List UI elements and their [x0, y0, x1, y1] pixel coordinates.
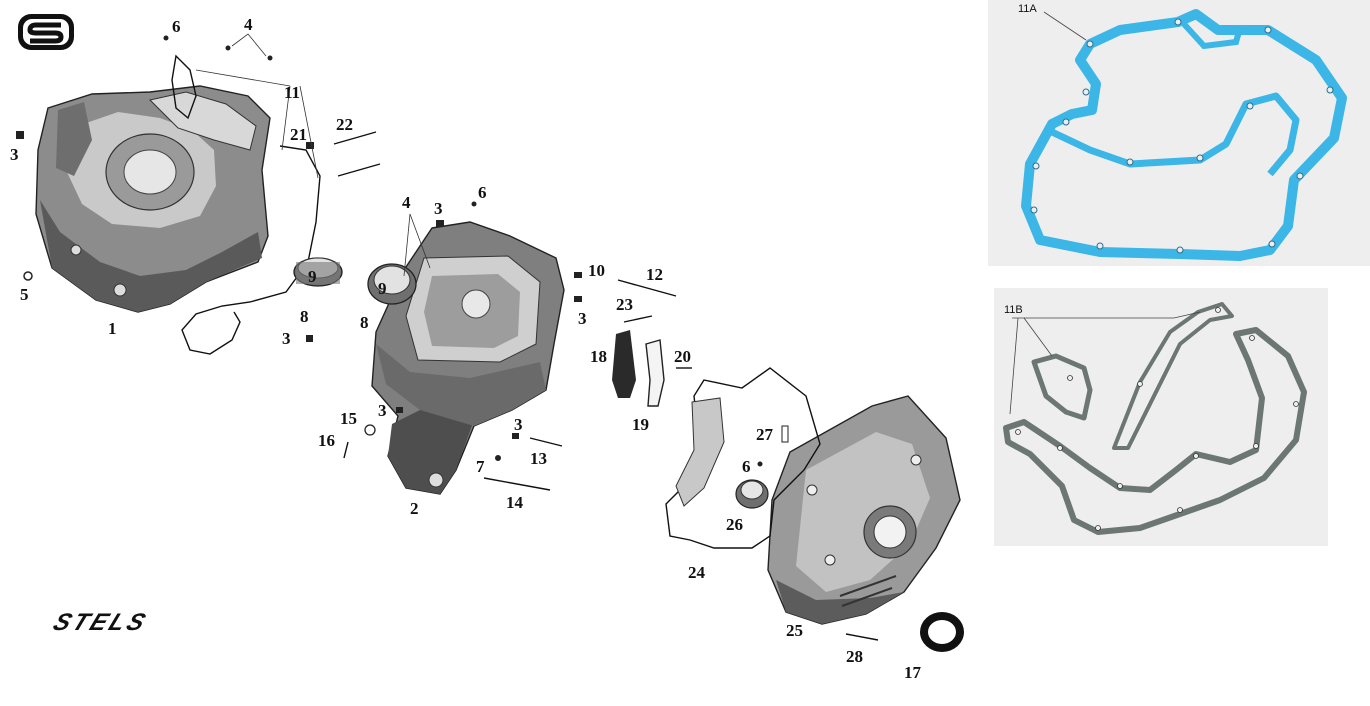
photo-11b: 11B	[994, 288, 1328, 546]
label-9: 9	[308, 267, 317, 286]
fastener-parts	[16, 35, 879, 641]
label-20: 20	[674, 347, 691, 366]
photo-11a-label: 11A	[1018, 3, 1037, 15]
label-4: 4	[244, 15, 253, 34]
leader-lines	[195, 33, 431, 277]
bearing-26-part	[735, 479, 769, 509]
label-5: 5	[20, 285, 29, 304]
label-3: 3	[514, 415, 523, 434]
brand-wordmark: STELS	[49, 609, 152, 636]
label-28: 28	[846, 647, 863, 666]
chain-guide-19-part	[645, 339, 665, 407]
gasket-11-small	[171, 54, 197, 120]
label-6: 6	[742, 457, 751, 476]
label-8: 8	[360, 313, 369, 332]
label-24: 24	[688, 563, 706, 582]
gasket-11-outline	[181, 145, 321, 355]
label-3: 3	[378, 401, 387, 420]
chain-guide-18-part	[612, 330, 636, 398]
label-4: 4	[402, 193, 411, 212]
label-15: 15	[340, 409, 357, 428]
svg-text:STELS: STELS	[49, 609, 152, 636]
label-6: 6	[172, 17, 181, 36]
label-2: 2	[410, 499, 419, 518]
label-16: 16	[318, 431, 335, 450]
oil-seal-17-part	[920, 612, 964, 652]
label-10: 10	[588, 261, 605, 280]
label-27: 27	[756, 425, 774, 444]
label-19: 19	[632, 415, 649, 434]
label-14: 14	[506, 493, 524, 512]
label-12: 12	[646, 265, 663, 284]
label-3: 3	[282, 329, 291, 348]
label-25: 25	[786, 621, 803, 640]
label-17: 17	[904, 663, 922, 682]
label-8: 8	[300, 307, 309, 326]
label-1: 1	[108, 319, 117, 338]
label-6: 6	[478, 183, 487, 202]
side-cover-part	[767, 395, 961, 625]
label-18: 18	[590, 347, 607, 366]
cover-gasket-inner	[675, 397, 725, 507]
label-3: 3	[578, 309, 587, 328]
label-7: 7	[476, 457, 485, 476]
label-23: 23	[616, 295, 633, 314]
photo-11b-label: 11B	[1004, 304, 1023, 316]
crankcase-right-part	[371, 221, 565, 495]
bearing-9b-part	[367, 263, 417, 305]
label-11: 11	[284, 83, 300, 102]
photo-11a: 11A	[988, 0, 1370, 266]
label-26: 26	[726, 515, 743, 534]
bearing-9a-part	[293, 257, 343, 287]
label-3: 3	[10, 145, 19, 164]
label-9: 9	[378, 279, 387, 298]
label-3: 3	[434, 199, 443, 218]
part-labels: 1 2 3 3 3 3 3 3 4 4 5 6 6 6 7 8 8 9 9 10…	[10, 15, 922, 682]
label-21: 21	[290, 125, 307, 144]
crankcase-left-part	[35, 85, 271, 313]
label-13: 13	[530, 449, 547, 468]
label-22: 22	[336, 115, 353, 134]
brand-s-logo	[18, 14, 74, 50]
